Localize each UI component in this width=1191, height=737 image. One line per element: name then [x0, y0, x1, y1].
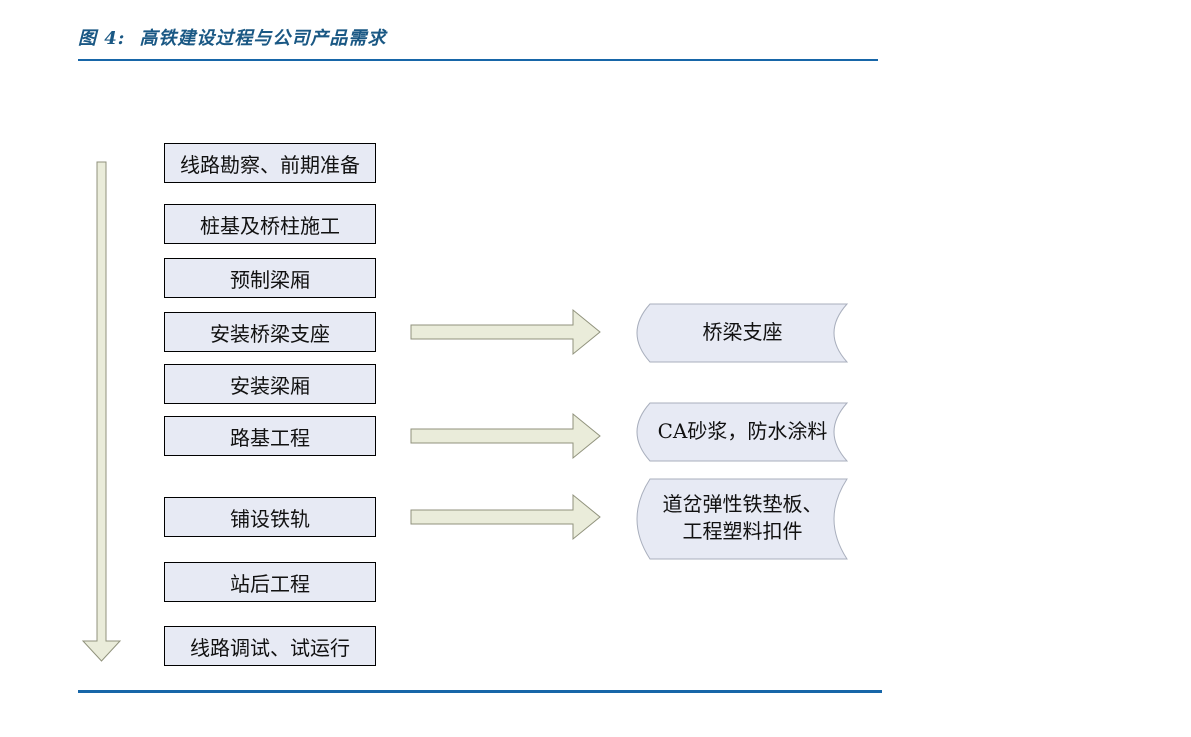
product-shape-outline [636, 303, 849, 363]
product-shape: 道岔弹性铁垫板、 工程塑料扣件 [636, 478, 849, 560]
connector-arrow-3 [410, 493, 601, 541]
process-step-box: 预制梁厢 [164, 258, 376, 298]
footer-divider [78, 690, 882, 693]
process-step-label: 桩基及桥柱施工 [200, 213, 340, 238]
connector-arrow-1 [410, 308, 601, 356]
product-label: CA砂浆，防水涂料 [657, 418, 828, 443]
process-step-box: 站后工程 [164, 562, 376, 602]
process-step-label: 安装桥梁支座 [210, 321, 330, 346]
header-divider [78, 59, 878, 61]
process-step-box: 路基工程 [164, 416, 376, 456]
process-step-label: 线路调试、试运行 [190, 635, 350, 660]
figure-label: 图 4: [78, 28, 126, 49]
product-label: 道岔弹性铁垫板、 [662, 492, 823, 516]
figure-title: 高铁建设过程与公司产品需求 [139, 28, 387, 49]
connector-arrow-2 [410, 412, 601, 460]
process-step-box: 安装桥梁支座 [164, 312, 376, 352]
product-shape: 桥梁支座 [636, 303, 849, 363]
product-shape-outline [636, 478, 848, 560]
process-step-box: 铺设铁轨 [164, 497, 376, 537]
product-shape: CA砂浆，防水涂料 [636, 402, 849, 462]
product-label-line2: 工程塑料扣件 [682, 519, 803, 543]
figure-header: 图 4: 高铁建设过程与公司产品需求 [78, 24, 386, 50]
process-step-label: 安装梁厢 [230, 373, 310, 398]
vertical-flow-arrow [81, 161, 122, 662]
process-step-box: 桩基及桥柱施工 [164, 204, 376, 244]
process-step-label: 路基工程 [230, 425, 310, 450]
process-step-label: 预制梁厢 [230, 267, 310, 292]
process-step-box: 安装梁厢 [164, 364, 376, 404]
process-step-box: 线路勘察、前期准备 [164, 143, 376, 183]
product-label: 桥梁支座 [702, 319, 783, 344]
product-shape-outline [636, 402, 849, 462]
process-step-label: 线路勘察、前期准备 [180, 152, 360, 177]
process-step-label: 铺设铁轨 [230, 506, 310, 531]
process-step-label: 站后工程 [230, 571, 310, 596]
process-step-box: 线路调试、试运行 [164, 626, 376, 666]
